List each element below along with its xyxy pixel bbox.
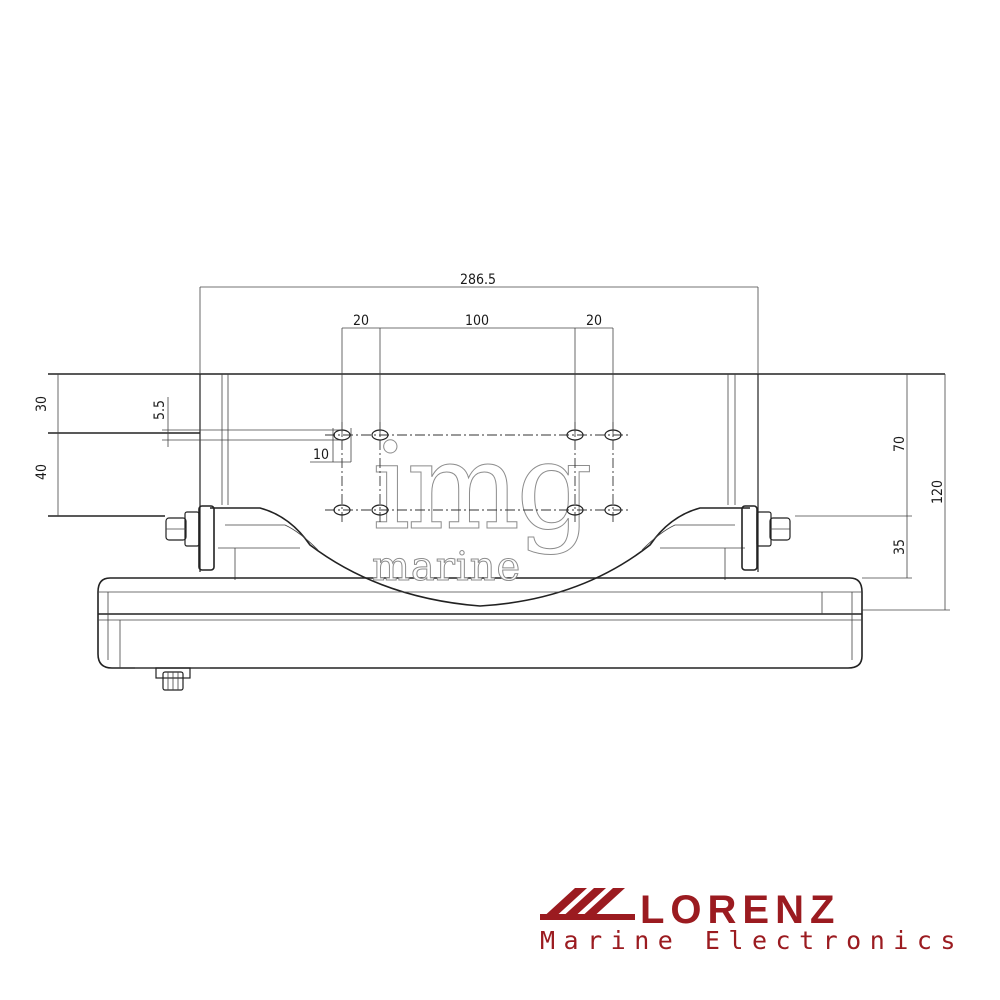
mounting-hole xyxy=(333,504,351,516)
brand-name: LORENZ xyxy=(640,888,841,932)
mounting-hole xyxy=(371,504,389,516)
lorenz-logo-icon xyxy=(540,888,635,920)
dim-hole-offset-left: 20 xyxy=(353,313,369,329)
dim-hole-spacing: 100 xyxy=(465,313,489,329)
bracket-arch xyxy=(210,507,750,607)
svg-text:marine: marine xyxy=(372,544,521,590)
display-housing xyxy=(97,577,863,669)
mounting-hole xyxy=(566,504,584,516)
dimension-lines xyxy=(57,286,950,611)
mounting-hole xyxy=(604,504,622,516)
dim-upper-to-lower-holes: 40 xyxy=(34,464,50,480)
dim-overall-width: 286.5 xyxy=(460,272,496,288)
dim-bracket-height: 70 xyxy=(892,436,908,452)
connector-icon xyxy=(155,667,191,691)
dim-slot-length: 10 xyxy=(313,447,329,463)
dim-hole-offset-right: 20 xyxy=(586,313,602,329)
right-knob-icon xyxy=(741,505,791,571)
dim-top-to-upper-holes: 30 xyxy=(34,396,50,412)
left-knob-icon xyxy=(165,505,215,571)
brand-tagline: Marine Electronics xyxy=(540,926,964,955)
mounting-bracket-plate xyxy=(48,373,945,572)
dim-overall-height: 120 xyxy=(930,480,946,504)
img-marine-watermark: img marine xyxy=(372,418,595,591)
dim-knob-to-base: 35 xyxy=(892,539,908,555)
dim-hole-diameter: 5.5 xyxy=(152,400,168,420)
svg-text:img: img xyxy=(372,418,590,557)
